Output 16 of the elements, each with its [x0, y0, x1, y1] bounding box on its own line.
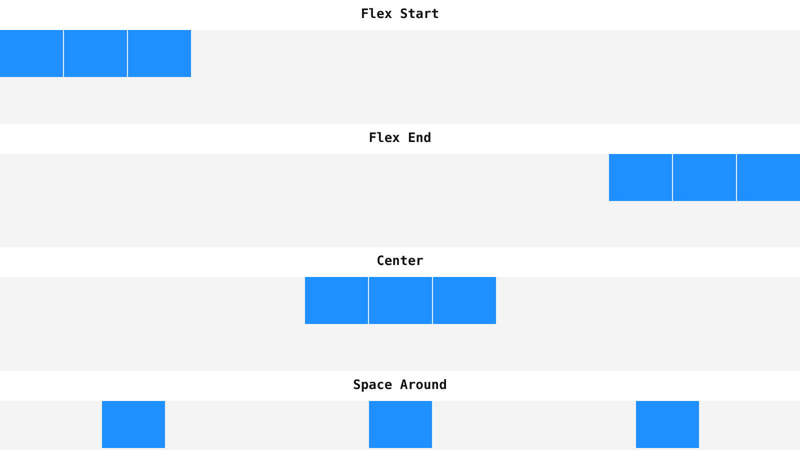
flex-item — [636, 401, 699, 448]
flex-item — [128, 30, 191, 77]
flex-item — [369, 277, 432, 324]
flex-item — [102, 401, 165, 448]
flex-item — [737, 154, 800, 201]
flex-item — [433, 277, 496, 324]
container-heading: Flex Start — [360, 7, 440, 23]
flex-item — [673, 154, 736, 201]
flex-item — [64, 30, 127, 77]
flex-item — [369, 401, 432, 448]
flex-item — [305, 277, 368, 324]
container-heading: Center — [376, 254, 424, 270]
flex-item — [609, 154, 672, 201]
container-heading: Space Around — [353, 378, 447, 394]
container-heading: Flex End — [368, 131, 432, 147]
flex-item — [0, 30, 63, 77]
